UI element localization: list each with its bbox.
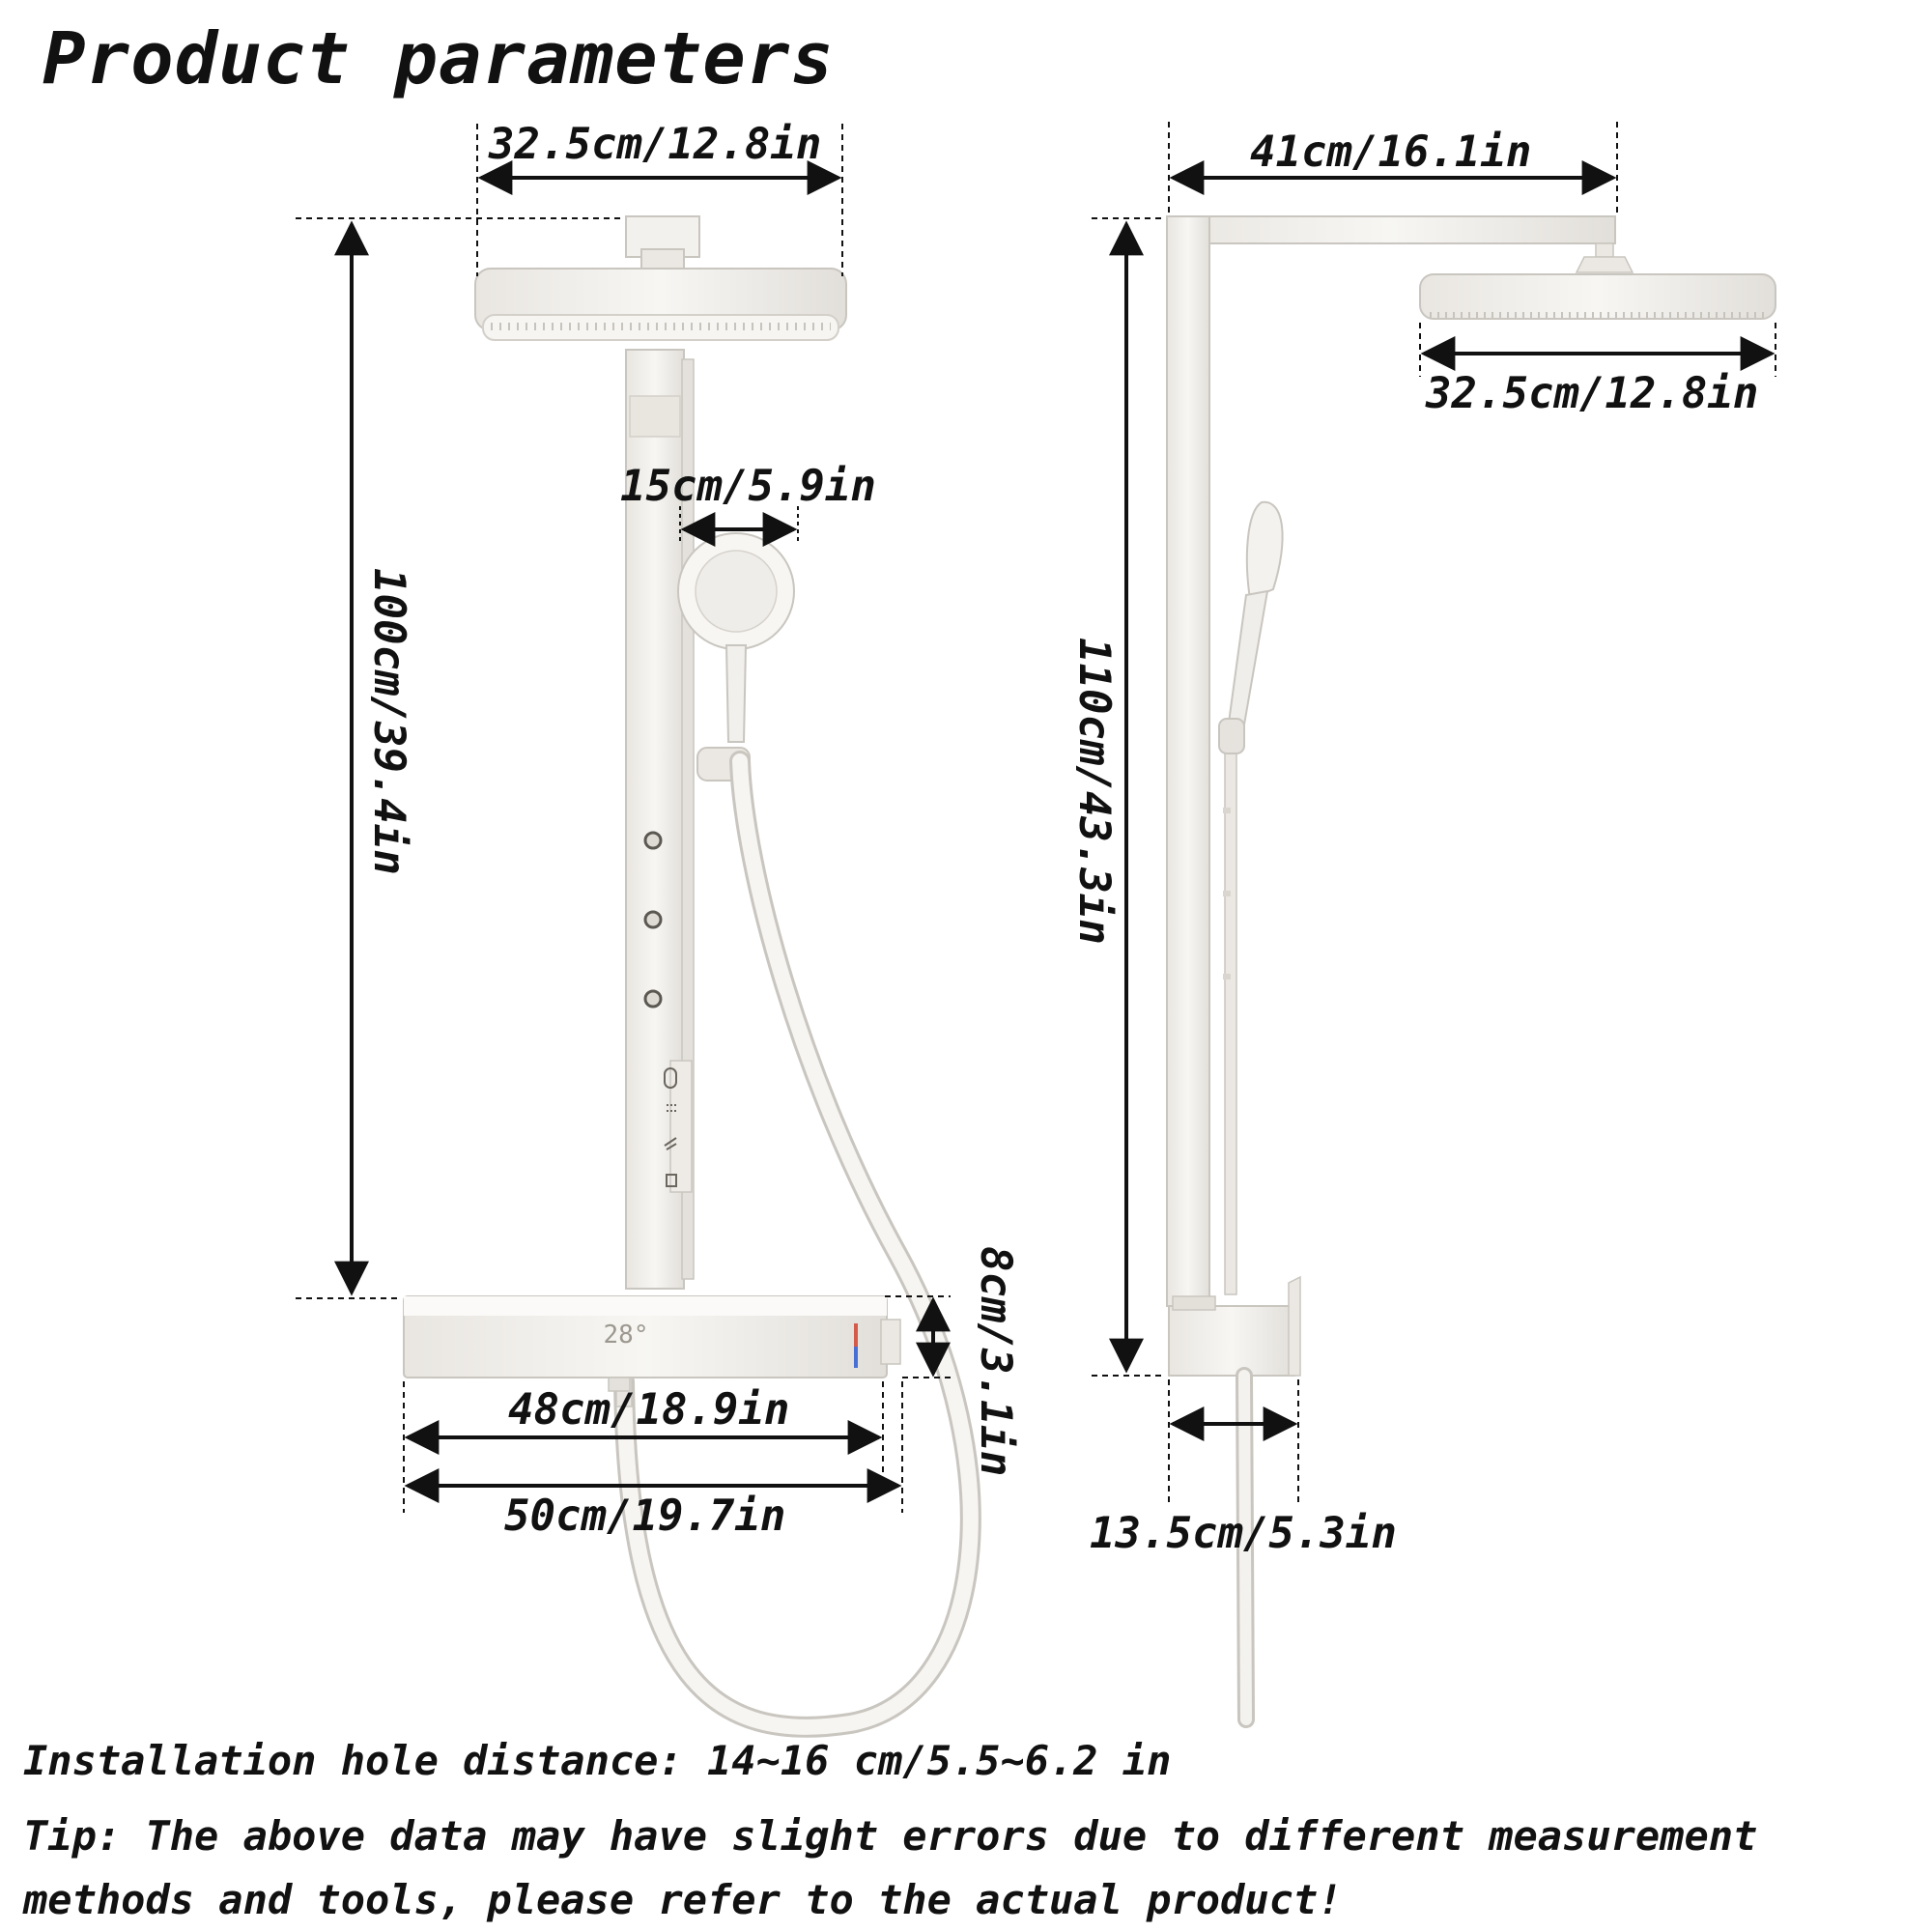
side-dimension-lines xyxy=(1092,122,1776,1507)
mode-button-icon xyxy=(664,1067,677,1089)
body-jet xyxy=(643,831,663,850)
label-side-base-depth: 13.5cm/5.3in xyxy=(1090,1509,1397,1558)
tip-note-line-1: Tip: The above data may have slight erro… xyxy=(23,1812,1758,1860)
side-rain-head xyxy=(1419,273,1776,320)
label-side-head-width: 32.5cm/12.8in xyxy=(1426,369,1759,418)
front-shelf-endcap xyxy=(880,1319,901,1365)
label-front-column-height: 100cm/39.4in xyxy=(364,568,413,875)
side-slide-bar xyxy=(1224,733,1237,1295)
temperature-display: 28° xyxy=(604,1321,649,1350)
side-handheld-head xyxy=(1245,500,1284,601)
side-handheld-handle xyxy=(1227,589,1269,726)
body-jet xyxy=(643,989,663,1009)
front-head-stem xyxy=(640,248,685,270)
page-title: Product parameters xyxy=(43,17,835,100)
label-side-arm-reach: 41cm/16.1in xyxy=(1250,128,1532,177)
front-column-inlay xyxy=(629,395,681,438)
body-jet xyxy=(643,910,663,929)
side-thermostat-base xyxy=(1168,1305,1295,1377)
label-front-handheld-width: 15cm/5.9in xyxy=(620,462,876,511)
front-dimension-lines xyxy=(296,124,951,1513)
installation-note: Installation hole distance: 14~16 cm/5.5… xyxy=(23,1737,1172,1784)
label-front-head-width: 32.5cm/12.8in xyxy=(489,120,822,169)
front-rain-head-face xyxy=(482,314,839,341)
side-view-shower xyxy=(1166,215,1776,1728)
tip-note-line-2: methods and tools, please refer to the a… xyxy=(23,1876,1343,1923)
label-front-shelf-height: 8cm/3.1in xyxy=(971,1246,1020,1477)
front-view-shower: 28° xyxy=(403,215,981,1738)
side-head-connector xyxy=(1595,242,1614,258)
side-column xyxy=(1166,215,1210,1307)
label-front-shelf-outer: 50cm/19.7in xyxy=(504,1492,786,1541)
label-side-total-height: 110cm/43.3in xyxy=(1069,638,1119,945)
side-hand-holder xyxy=(1218,718,1245,754)
front-handheld-handle xyxy=(724,644,748,743)
front-control-strip xyxy=(669,1060,693,1193)
label-front-shelf-inner: 48cm/18.9in xyxy=(508,1385,790,1435)
side-top-arm xyxy=(1166,215,1616,244)
